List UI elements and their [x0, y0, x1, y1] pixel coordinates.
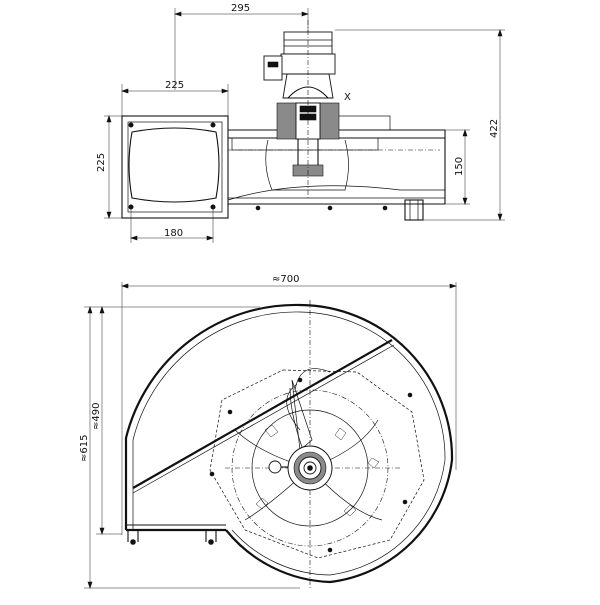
dim-150-label: 150 — [454, 157, 465, 176]
dim-422-label: 422 — [489, 119, 500, 138]
inlet-flange — [121, 115, 229, 219]
motor-flange — [209, 369, 425, 559]
impeller-icon — [225, 300, 400, 590]
dim-295-label: 295 — [231, 3, 250, 14]
scroll-housing-icon — [124, 303, 454, 584]
dimension-700: ≈700 — [121, 274, 457, 535]
dimension-180: 180 — [130, 207, 214, 243]
dimension-490: ≈490 — [91, 306, 260, 535]
dim-225-left-label: 225 — [96, 153, 107, 172]
dim-180-label: 180 — [164, 228, 183, 239]
motor-assembly: X — [263, 20, 351, 200]
dim-225-top-label: 225 — [165, 80, 184, 91]
x-marker-label: X — [344, 92, 351, 103]
dimension-225-left: 225 — [96, 115, 122, 219]
dimension-225-top: 225 — [121, 80, 229, 116]
impeller-hub — [268, 445, 333, 491]
side-view: 295 225 225 — [96, 3, 505, 243]
dimension-150: 150 — [445, 129, 470, 205]
dimension-295: 295 — [174, 3, 309, 90]
dim-615-label: ≈615 — [79, 435, 90, 462]
dimension-422: 422 — [335, 29, 505, 221]
front-view: ≈700 ≈490 ≈615 — [79, 274, 457, 590]
dimension-615: ≈615 — [79, 306, 300, 589]
dim-490-label: ≈490 — [91, 403, 102, 430]
dim-700-label: ≈700 — [272, 274, 299, 285]
